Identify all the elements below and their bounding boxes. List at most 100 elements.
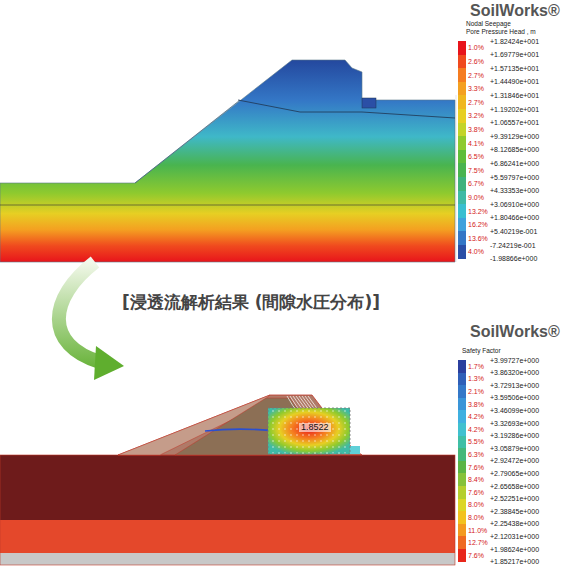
legend-swatch (458, 150, 466, 164)
legend-swatch (458, 398, 466, 411)
legend-percentage: 3.2% (468, 111, 484, 120)
brand-logo: SoilWorks® (470, 322, 560, 342)
legend-swatch (458, 410, 466, 423)
legend-value: +1.31846e+001 (490, 91, 539, 100)
legend-heading: Safety Factor (462, 346, 501, 355)
legend-percentage: 13.2% (468, 207, 488, 216)
legend-swatch (458, 549, 466, 562)
legend-swatch (458, 536, 466, 549)
legend-percentage: 6.3% (468, 450, 484, 459)
legend-value: +3.59506e+000 (490, 393, 539, 402)
legend-value: -7.24219e-001 (490, 241, 536, 250)
legend-value: +8.12685e+000 (490, 145, 539, 154)
legend-value: +3.05879e+000 (490, 444, 539, 453)
legend-percentage: 3.3% (468, 84, 484, 93)
legend-swatch (458, 55, 466, 69)
legend-value: +3.32693e+000 (490, 419, 539, 428)
legend-value: +1.06557e+001 (490, 118, 539, 127)
legend-percentage: 2.1% (468, 387, 484, 396)
legend-value: -1.98866e+000 (490, 254, 537, 263)
legend-value: +2.65658e+000 (490, 482, 539, 491)
legend-value: +3.19286e+000 (490, 431, 539, 440)
legend-value: +2.92472e+000 (490, 456, 539, 465)
legend-percentage: 12.7% (468, 538, 488, 547)
legend-percentage: 9.0% (468, 193, 484, 202)
legend-value: +1.57135e+001 (490, 64, 539, 73)
legend-value: +2.38845e+000 (490, 507, 539, 516)
legend-percentage: 1.7% (468, 362, 484, 371)
legend-value: +2.52251e+000 (490, 494, 539, 503)
legend-percentage: 6.5% (468, 152, 484, 161)
legend-value: +9.39129e+000 (490, 132, 539, 141)
legend-value: +2.25438e+000 (490, 519, 539, 528)
legend-swatch (458, 499, 466, 512)
legend-value: +5.40219e-001 (490, 227, 537, 236)
legend-swatch (458, 68, 466, 82)
legend-value: +3.46099e+000 (490, 406, 539, 415)
legend-percentage: 4.2% (468, 425, 484, 434)
legend-percentage: 8.0% (468, 513, 484, 522)
legend-percentage: 3.8% (468, 125, 484, 134)
legend-swatch (458, 486, 466, 499)
legend-value: +3.06910e+000 (490, 200, 539, 209)
legend-percentage: 16.2% (468, 220, 488, 229)
legend-percentage: 7.5% (468, 166, 484, 175)
legend-swatch (458, 123, 466, 137)
legend-value: +1.82424e+001 (490, 37, 539, 46)
legend-value: +1.85217e+000 (490, 557, 539, 566)
legend-value: +1.80466e+000 (490, 213, 539, 222)
legend-percentage: 2.7% (468, 98, 484, 107)
brand-logo: SoilWorks® (470, 1, 560, 21)
legend-value: +6.86241e+000 (490, 159, 539, 168)
legend-percentage: 2.7% (468, 71, 484, 80)
legend-swatch (458, 461, 466, 474)
legend-percentage: 6.7% (468, 179, 484, 188)
legend-swatch (458, 82, 466, 96)
legend-swatch (458, 373, 466, 386)
legend-value: +3.72913e+000 (490, 381, 539, 390)
legend-swatch (458, 163, 466, 177)
legend-value: +1.98624e+000 (490, 545, 539, 554)
legend-swatch (458, 423, 466, 436)
legend-swatch (458, 473, 466, 486)
legend-value: +5.59797e+000 (490, 173, 539, 182)
legend-swatch (458, 204, 466, 218)
legend-swatch (458, 231, 466, 245)
legend-percentage: 1.0% (468, 43, 484, 52)
legend-swatch (458, 245, 466, 259)
legend-percentage: 7.6% (468, 488, 484, 497)
legend-percentage: 4.2% (468, 412, 484, 421)
legend-percentage: 1.3% (468, 374, 484, 383)
legend-percentage: 4.0% (468, 247, 484, 256)
legend-swatch (458, 41, 466, 55)
legend-swatch (458, 109, 466, 123)
legend-swatch (458, 360, 466, 373)
legend-percentage: 8.0% (468, 500, 484, 509)
legend-percentage: 3.8% (468, 400, 484, 409)
legend-percentage: 13.6% (468, 234, 488, 243)
legend-value: +2.79065e+000 (490, 469, 539, 478)
legend-swatch (458, 436, 466, 449)
legend-heading: Pore Pressure Head , m (466, 27, 536, 36)
legend-percentage: 7.6% (468, 463, 484, 472)
legend-value: +1.44490e+001 (490, 77, 539, 86)
legend-swatch (458, 191, 466, 205)
legend-percentage: 7.6% (468, 551, 484, 560)
safety-factor-value: 1.8522 (299, 423, 331, 432)
legend-swatch (458, 177, 466, 191)
legend-percentage: 11.0% (468, 526, 487, 535)
legend-value: +3.86320e+000 (490, 368, 539, 377)
legend-value: +4.33353e+000 (490, 186, 539, 195)
legend-value: +2.12031e+000 (490, 532, 539, 541)
legend-percentage: 5.5% (468, 437, 484, 446)
legend-value: +3.99727e+000 (490, 356, 539, 365)
legend-swatch (458, 218, 466, 232)
legend-heading: Nodal Seepage (466, 19, 511, 28)
legend-swatch (458, 136, 466, 150)
section-title: [浸透流解析結果 (間隙水圧分布)] (122, 292, 380, 313)
legend-swatch (458, 95, 466, 109)
legend-percentage: 4.1% (468, 139, 484, 148)
legend-percentage: 8.4% (468, 475, 484, 484)
legend-swatch (458, 524, 466, 537)
legend-percentage: 2.6% (468, 57, 484, 66)
